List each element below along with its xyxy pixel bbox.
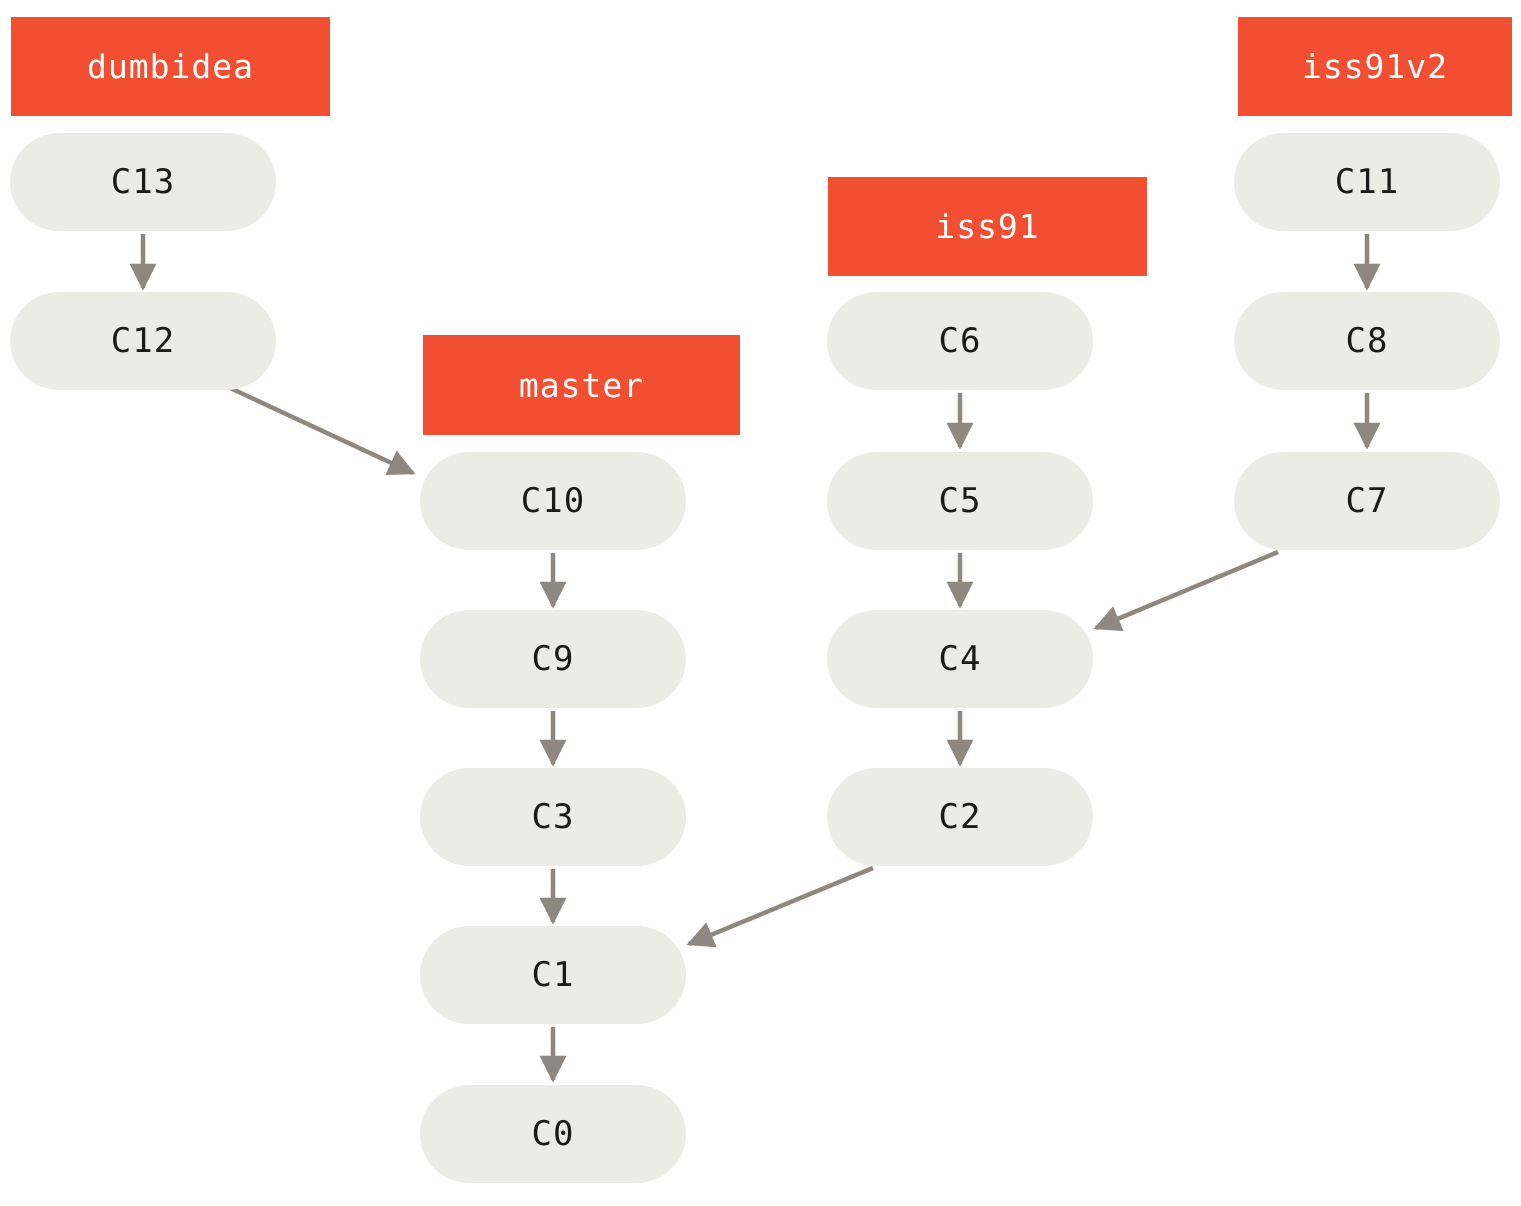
edge-c2-c1	[686, 865, 874, 948]
branch-label-dumbidea: dumbidea	[11, 17, 330, 116]
commit-node-c10: C10	[420, 452, 686, 550]
commit-node-c12: C12	[10, 292, 276, 390]
commit-node-c3: C3	[420, 768, 686, 866]
commit-node-c11: C11	[1234, 133, 1500, 231]
commit-node-c6: C6	[827, 292, 1093, 390]
edge-c12-c10	[227, 384, 416, 476]
commit-node-c2: C2	[827, 768, 1093, 866]
edge-c7-c4	[1093, 549, 1279, 632]
commit-node-c7: C7	[1234, 452, 1500, 550]
commit-node-c1: C1	[420, 926, 686, 1024]
branch-label-iss91: iss91	[828, 177, 1147, 276]
commit-node-c0: C0	[420, 1085, 686, 1183]
commit-node-c9: C9	[420, 610, 686, 708]
commit-node-c8: C8	[1234, 292, 1500, 390]
branch-label-iss91v2: iss91v2	[1238, 17, 1512, 116]
commit-node-c5: C5	[827, 452, 1093, 550]
branch-label-master: master	[423, 335, 740, 435]
commit-node-c4: C4	[827, 610, 1093, 708]
commit-node-c13: C13	[10, 133, 276, 231]
